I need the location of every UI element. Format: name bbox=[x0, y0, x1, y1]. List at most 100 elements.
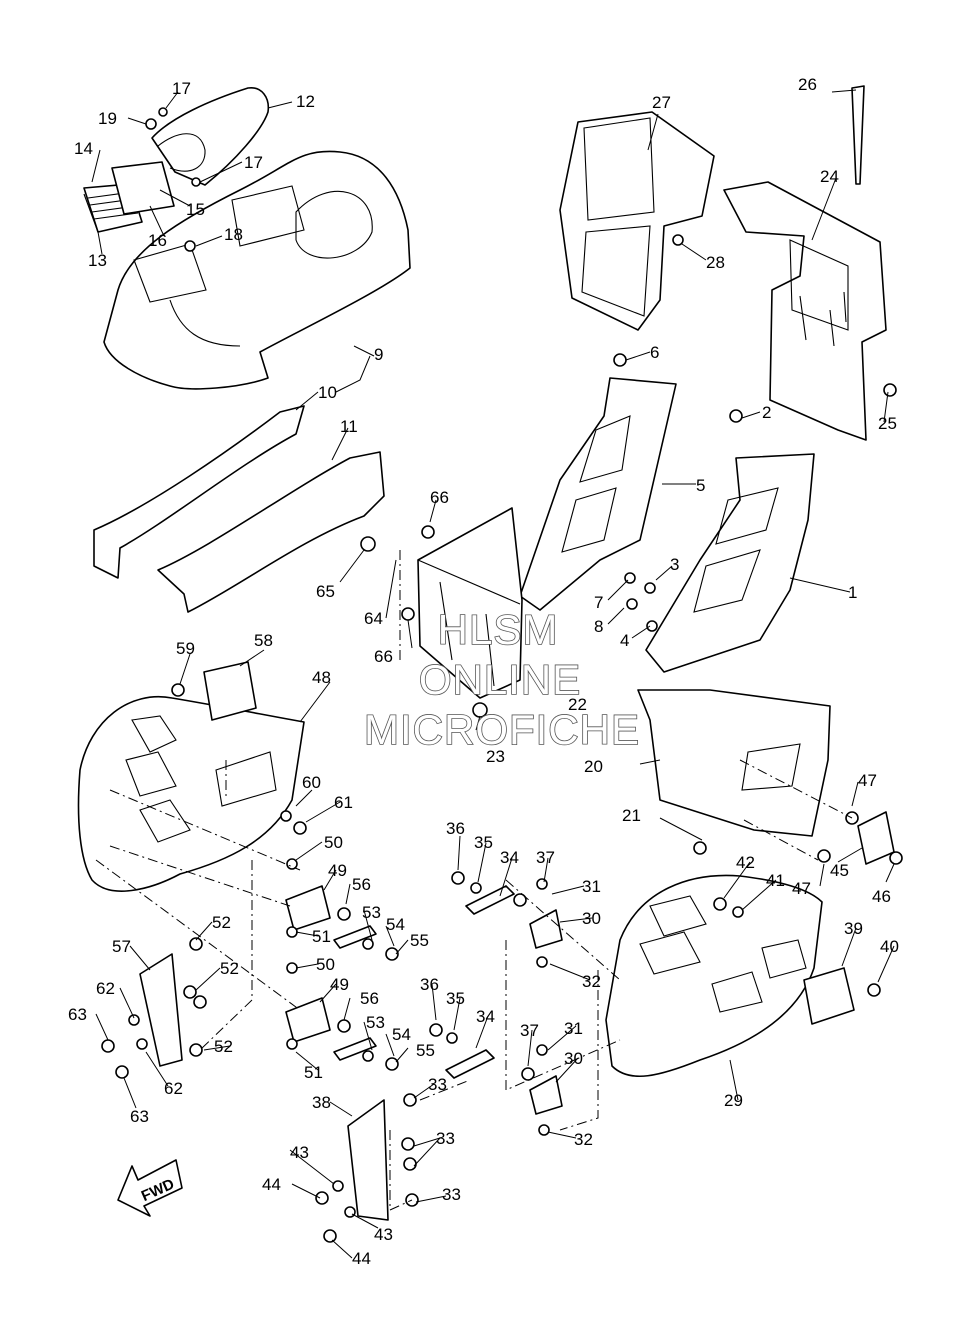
callout-37: 37 bbox=[520, 1021, 539, 1040]
callout-25: 25 bbox=[878, 414, 897, 433]
callout-54: 54 bbox=[386, 915, 405, 934]
callout-66: 66 bbox=[430, 488, 449, 507]
callout-33: 33 bbox=[442, 1185, 461, 1204]
callout-56: 56 bbox=[352, 875, 371, 894]
part-22-bracket bbox=[417, 507, 523, 699]
callout-63: 63 bbox=[130, 1107, 149, 1126]
callout-48: 48 bbox=[312, 668, 331, 687]
callout-19: 19 bbox=[98, 109, 117, 128]
callout-15: 15 bbox=[186, 200, 205, 219]
callout-31: 31 bbox=[564, 1019, 583, 1038]
part-10-strip bbox=[93, 405, 305, 579]
callout-55: 55 bbox=[416, 1041, 435, 1060]
callout-22: 22 bbox=[568, 695, 587, 714]
watermark-line-3: MICROFICHE bbox=[364, 706, 640, 753]
callout-52: 52 bbox=[212, 913, 231, 932]
part-58-bracket bbox=[203, 661, 257, 721]
callout-30: 30 bbox=[582, 909, 601, 928]
hardware-bolts bbox=[101, 107, 903, 1243]
part-29-right-panel bbox=[605, 874, 823, 1078]
callout-58: 58 bbox=[254, 631, 273, 650]
callout-5: 5 bbox=[696, 476, 705, 495]
callout-17: 17 bbox=[244, 153, 263, 172]
callout-28: 28 bbox=[706, 253, 725, 272]
part-20-panel bbox=[637, 689, 831, 837]
callout-66: 66 bbox=[374, 647, 393, 666]
callout-14: 14 bbox=[74, 139, 93, 158]
callout-40: 40 bbox=[880, 937, 899, 956]
callout-32: 32 bbox=[582, 972, 601, 991]
callout-10: 10 bbox=[318, 383, 337, 402]
callout-62: 62 bbox=[96, 979, 115, 998]
callout-51: 51 bbox=[304, 1063, 323, 1082]
callout-35: 35 bbox=[474, 833, 493, 852]
part-39-bracket bbox=[803, 967, 855, 1025]
part-24-panel bbox=[723, 181, 887, 441]
part-48-left-panel bbox=[77, 695, 305, 892]
part-12-cover-lid bbox=[151, 87, 270, 186]
callout-33: 33 bbox=[436, 1129, 455, 1148]
callout-34: 34 bbox=[500, 848, 519, 867]
callout-3: 3 bbox=[670, 555, 679, 574]
callout-31: 31 bbox=[582, 877, 601, 896]
part-45-plate bbox=[857, 811, 895, 865]
callout-26: 26 bbox=[798, 75, 817, 94]
watermark-line-1: HLSM bbox=[438, 606, 559, 653]
callout-17: 17 bbox=[172, 79, 191, 98]
callout-61: 61 bbox=[334, 793, 353, 812]
callout-20: 20 bbox=[584, 757, 603, 776]
callout-49: 49 bbox=[330, 975, 349, 994]
callout-7: 7 bbox=[594, 593, 603, 612]
watermark: HLSM ONLINE MICROFICHE bbox=[363, 605, 640, 754]
callout-37: 37 bbox=[536, 848, 555, 867]
leader-lines bbox=[91, 89, 895, 1259]
callout-8: 8 bbox=[594, 617, 603, 636]
callout-13: 13 bbox=[88, 251, 107, 270]
watermark-line-2: ONLINE bbox=[419, 656, 581, 703]
hinge-plates bbox=[285, 885, 563, 1115]
callout-43: 43 bbox=[374, 1225, 393, 1244]
callout-41: 41 bbox=[766, 871, 785, 890]
callout-24: 24 bbox=[820, 167, 839, 186]
callout-57: 57 bbox=[112, 937, 131, 956]
callout-47: 47 bbox=[858, 771, 877, 790]
callout-53: 53 bbox=[362, 903, 381, 922]
callout-2: 2 bbox=[762, 403, 771, 422]
callout-44: 44 bbox=[262, 1175, 281, 1194]
callout-51: 51 bbox=[312, 927, 331, 946]
callout-52: 52 bbox=[220, 959, 239, 978]
callout-59: 59 bbox=[176, 639, 195, 658]
callout-65: 65 bbox=[316, 582, 335, 601]
callout-27: 27 bbox=[652, 93, 671, 112]
callout-50: 50 bbox=[324, 833, 343, 852]
callout-34: 34 bbox=[476, 1007, 495, 1026]
callout-52: 52 bbox=[214, 1037, 233, 1056]
part-1-frame bbox=[645, 453, 815, 673]
callout-56: 56 bbox=[360, 989, 379, 1008]
part-27-tray bbox=[559, 111, 715, 331]
callout-39: 39 bbox=[844, 919, 863, 938]
callout-53: 53 bbox=[366, 1013, 385, 1032]
callout-18: 18 bbox=[224, 225, 243, 244]
callout-29: 29 bbox=[724, 1091, 743, 1110]
callout-12: 12 bbox=[296, 92, 315, 111]
callout-43: 43 bbox=[290, 1143, 309, 1162]
fwd-arrow: FWD bbox=[117, 1159, 183, 1217]
callout-47: 47 bbox=[792, 879, 811, 898]
callout-44: 44 bbox=[352, 1249, 371, 1268]
callout-38: 38 bbox=[312, 1093, 331, 1112]
callout-36: 36 bbox=[420, 975, 439, 994]
part-26-cable-tie bbox=[851, 85, 865, 185]
callout-33: 33 bbox=[428, 1075, 447, 1094]
part-14-13-grille bbox=[83, 161, 175, 233]
callout-49: 49 bbox=[328, 861, 347, 880]
part-main-cover bbox=[103, 150, 411, 390]
part-57-bracket bbox=[139, 953, 183, 1067]
callout-21: 21 bbox=[622, 806, 641, 825]
callout-35: 35 bbox=[446, 989, 465, 1008]
part-38-bracket bbox=[347, 1099, 389, 1221]
part-11-strip bbox=[157, 451, 385, 613]
callout-30: 30 bbox=[564, 1049, 583, 1068]
